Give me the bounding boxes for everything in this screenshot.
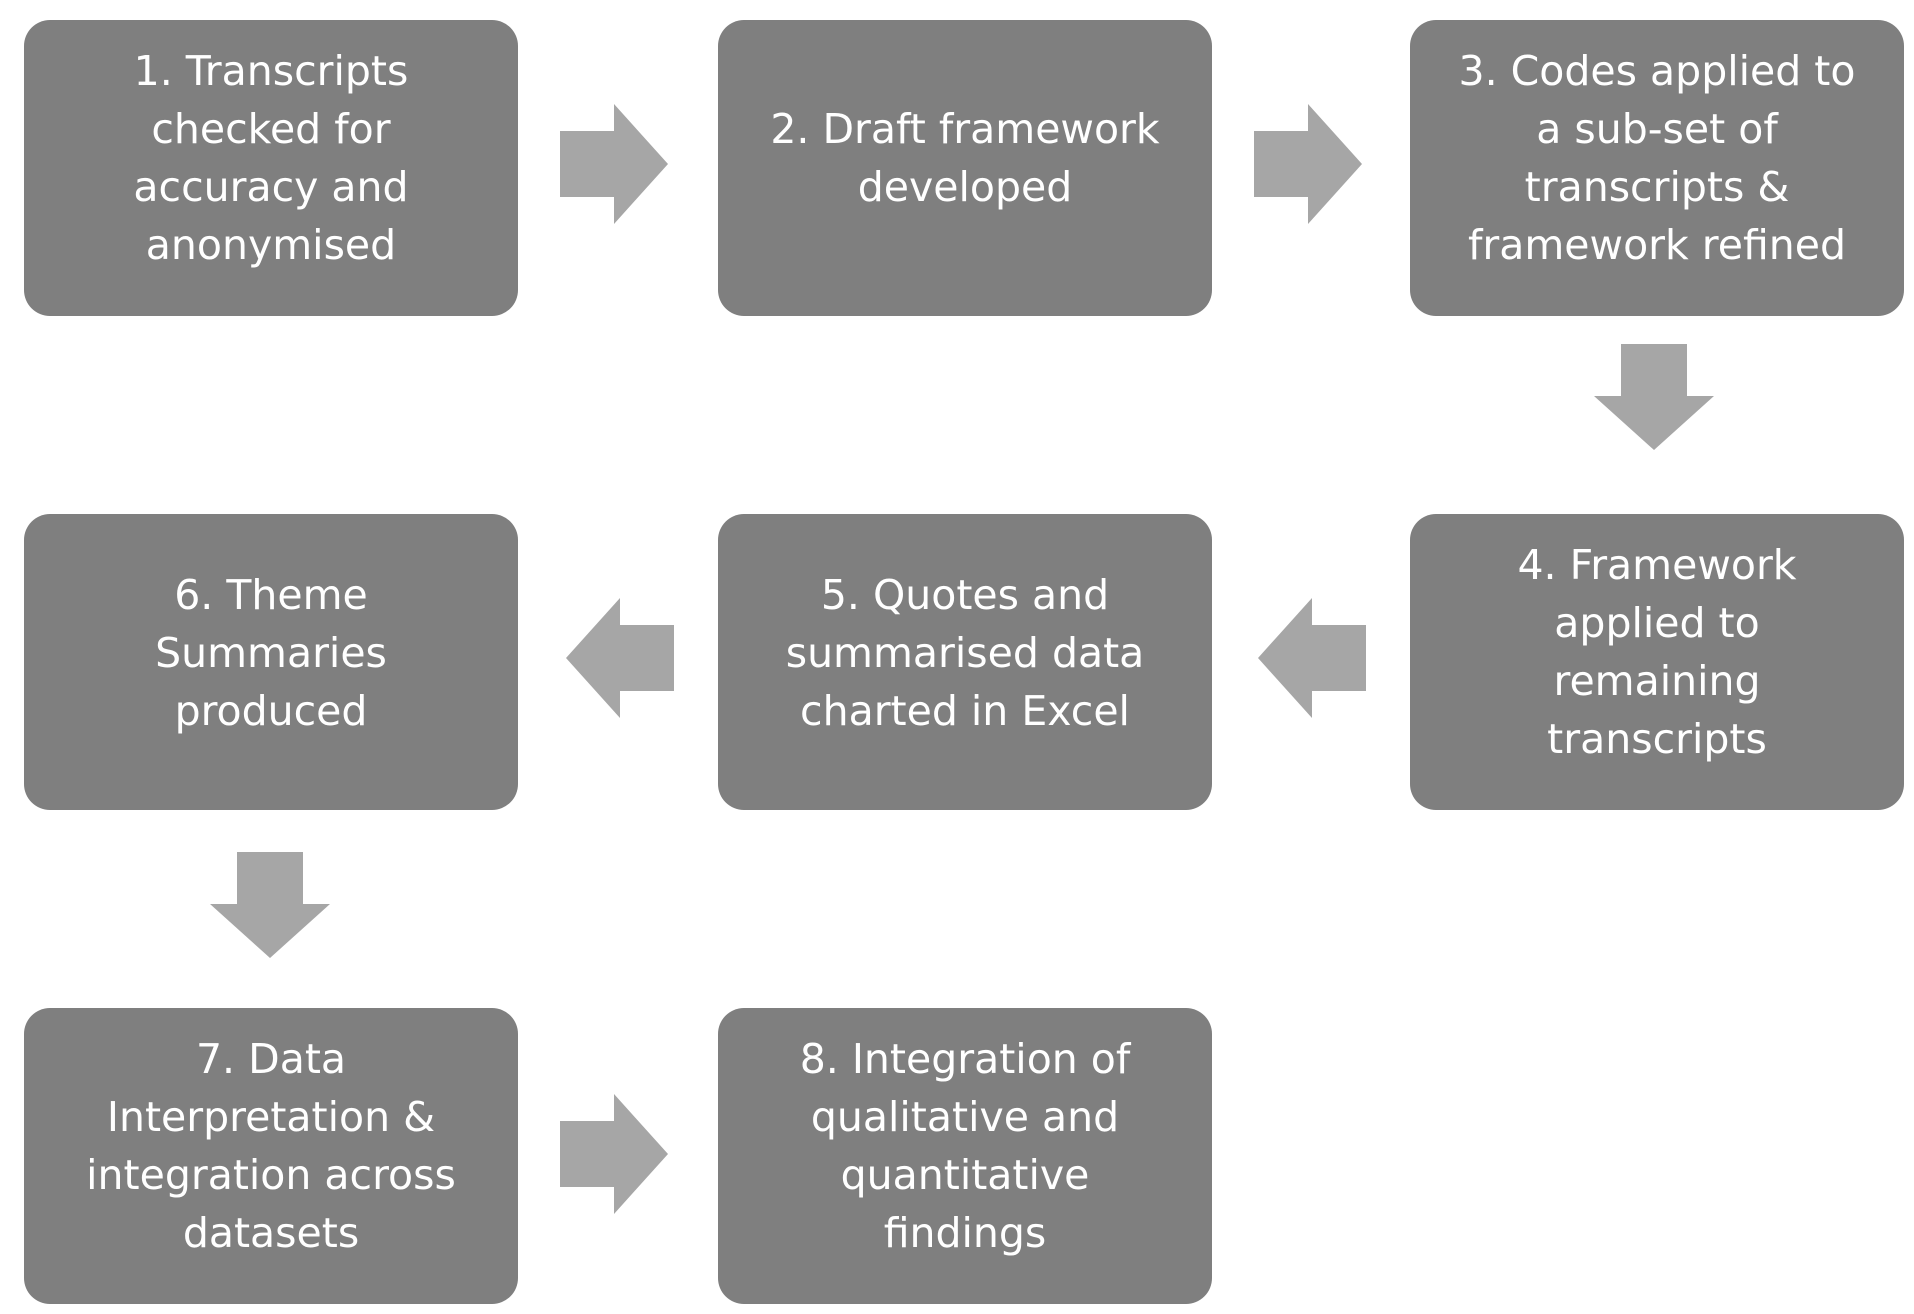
arrow-2-3-shape xyxy=(1254,104,1362,224)
arrow-4-5-shape xyxy=(1258,598,1366,718)
step-6-line-3: produced xyxy=(174,687,368,735)
step-1-line-4: anonymised xyxy=(145,221,397,269)
step-4-line-2: applied to xyxy=(1554,599,1760,647)
step-8-box: 8. Integration of qualitative and quanti… xyxy=(718,1008,1212,1304)
step-3-box: 3. Codes applied to a sub-set of transcr… xyxy=(1410,20,1904,316)
step-6-box: 6. Theme Summaries produced xyxy=(24,514,518,810)
arrow-right-icon xyxy=(560,1094,668,1214)
step-7-box: 7. Data Interpretation & integration acr… xyxy=(24,1008,518,1304)
arrow-left-icon xyxy=(566,598,674,718)
step-7-line-2: Interpretation & xyxy=(106,1093,436,1141)
arrow-5-6-shape xyxy=(566,598,674,718)
arrow-3-4-shape xyxy=(1594,344,1714,450)
step-4-line-1: 4. Framework xyxy=(1517,541,1797,589)
step-8-line-3: quantitative xyxy=(840,1151,1090,1199)
step-2-line-1: 2. Draft framework xyxy=(770,105,1160,153)
step-5-line-3: charted in Excel xyxy=(800,687,1130,735)
step-3-line-3: transcripts & xyxy=(1524,163,1790,211)
step-1-line-2: checked for xyxy=(151,105,391,153)
arrow-down-icon xyxy=(210,852,330,958)
step-7-line-1: 7. Data xyxy=(195,1035,347,1083)
step-8-line-1: 8. Integration of xyxy=(799,1035,1131,1083)
arrow-right-icon xyxy=(1254,104,1362,224)
step-3-line-4: framework refined xyxy=(1467,221,1847,269)
step-5-line-1: 5. Quotes and xyxy=(820,571,1110,619)
step-2-box: 2. Draft framework developed xyxy=(718,20,1212,316)
step-1-line-3: accuracy and xyxy=(133,163,409,211)
step-2-line-2: developed xyxy=(857,163,1073,211)
step-7-line-4: datasets xyxy=(182,1209,360,1257)
step-4-line-3: remaining xyxy=(1553,657,1761,705)
step-8-line-2: qualitative and xyxy=(810,1093,1120,1141)
step-1-box: 1. Transcripts checked for accuracy and … xyxy=(24,20,518,316)
step-4-line-4: transcripts xyxy=(1547,715,1767,763)
arrow-right-icon xyxy=(560,104,668,224)
arrow-1-2-shape xyxy=(560,104,668,224)
arrow-down-icon xyxy=(1594,344,1714,450)
step-5-box: 5. Quotes and summarised data charted in… xyxy=(718,514,1212,810)
step-3-line-2: a sub-set of xyxy=(1536,105,1778,153)
step-6-line-1: 6. Theme xyxy=(174,571,368,619)
step-5-line-2: summarised data xyxy=(785,629,1145,677)
step-3-line-1: 3. Codes applied to xyxy=(1458,47,1856,95)
arrow-7-8-shape xyxy=(560,1094,668,1214)
step-8-line-4: findings xyxy=(883,1209,1047,1257)
arrow-6-7-shape xyxy=(210,852,330,958)
step-6-line-2: Summaries xyxy=(155,629,387,677)
step-4-box: 4. Framework applied to remaining transc… xyxy=(1410,514,1904,810)
step-7-line-3: integration across xyxy=(86,1151,456,1199)
arrow-left-icon xyxy=(1258,598,1366,718)
step-1-line-1: 1. Transcripts xyxy=(133,47,409,95)
